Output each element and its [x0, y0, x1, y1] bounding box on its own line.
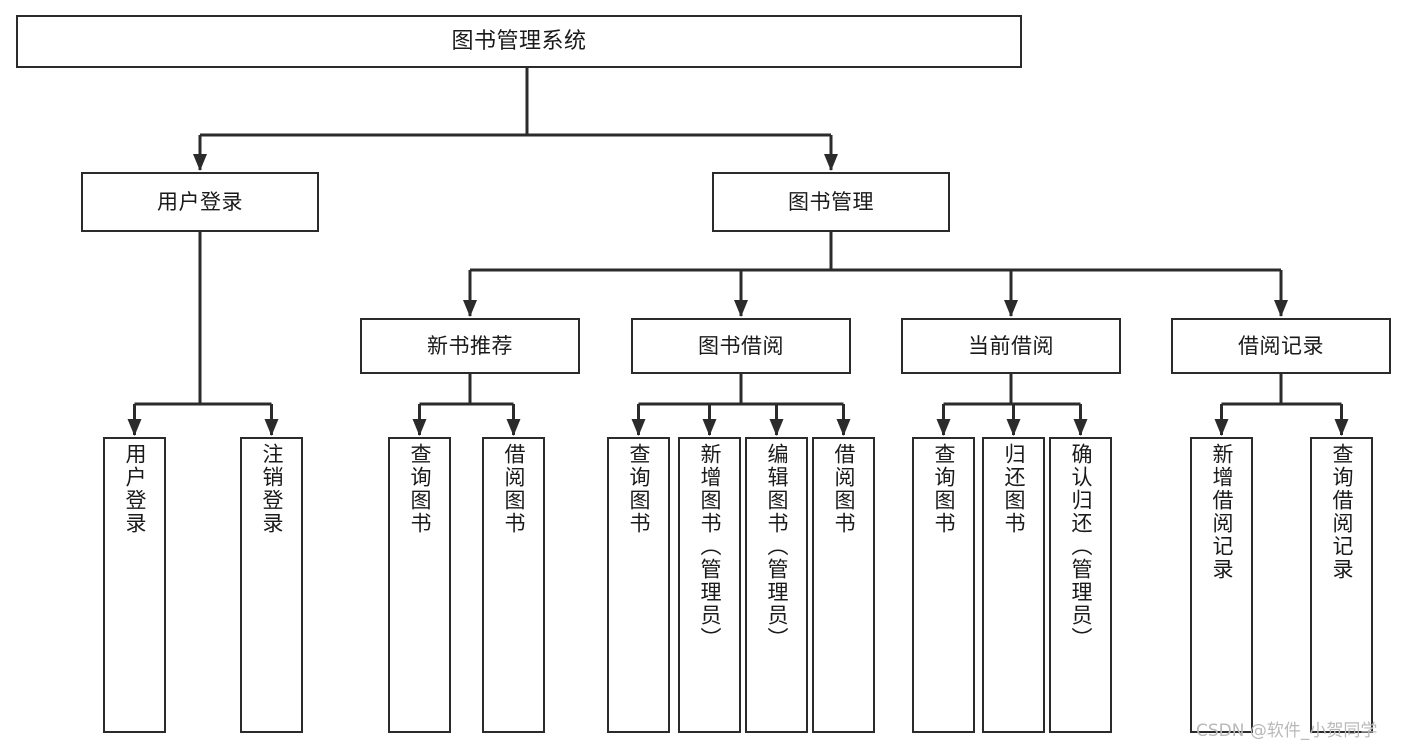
arrow-head-icon-leaf-current-confirm-return [1073, 419, 1088, 436]
watermark-text: CSDN @软件_小贺同学 [1196, 721, 1378, 741]
arrow-head-icon-new-book-recommend [463, 300, 477, 317]
node-label-leaf-record-query: 查询借阅记录 [1330, 443, 1354, 581]
arrow-head-icon-borrow-record [1274, 300, 1288, 317]
node-leaf-logout[interactable]: 注销登录 [240, 437, 303, 733]
node-current-borrow[interactable]: 当前借阅 [901, 318, 1121, 374]
node-label-leaf-borrow-query-book: 查询图书 [627, 443, 651, 535]
arrow-head-icon-leaf-borrow-edit-book [769, 419, 784, 436]
node-label-borrow-record: 借阅记录 [1238, 333, 1324, 358]
arrow-head-icon-current-borrow [1004, 300, 1018, 317]
node-label-leaf-user-login: 用户登录 [123, 443, 147, 535]
node-user-login[interactable]: 用户登录 [81, 172, 319, 232]
node-leaf-recommend-query-book[interactable]: 查询图书 [388, 437, 451, 733]
arrow-head-icon-user-login [193, 154, 207, 171]
node-leaf-borrow-borrow-book[interactable]: 借阅图书 [812, 437, 875, 733]
arrow-head-icon-leaf-recommend-borrow-book [506, 419, 521, 436]
node-new-book-recommend[interactable]: 新书推荐 [360, 318, 580, 374]
arrow-head-icon-leaf-recommend-query-book [412, 419, 427, 436]
node-leaf-user-login[interactable]: 用户登录 [103, 437, 166, 733]
arrow-head-icon-leaf-record-add [1214, 419, 1229, 436]
node-book-manage[interactable]: 图书管理 [712, 172, 950, 232]
node-book-borrow[interactable]: 图书借阅 [631, 318, 851, 374]
node-label-root: 图书管理系统 [451, 28, 587, 54]
node-label-leaf-borrow-add-book: 新增图书（管理员） [698, 443, 722, 650]
node-label-leaf-record-add: 新增借阅记录 [1210, 443, 1234, 581]
node-label-leaf-recommend-query-book: 查询图书 [408, 443, 432, 535]
node-leaf-current-query-book[interactable]: 查询图书 [912, 437, 975, 733]
arrow-head-icon-leaf-logout [264, 419, 279, 436]
node-borrow-record[interactable]: 借阅记录 [1171, 318, 1391, 374]
node-label-leaf-borrow-edit-book: 编辑图书（管理员） [765, 443, 789, 650]
arrow-head-icon-book-borrow [734, 300, 748, 317]
arrow-head-icon-leaf-borrow-query-book [631, 419, 646, 436]
node-leaf-borrow-query-book[interactable]: 查询图书 [607, 437, 670, 733]
arrow-head-icon-leaf-record-query [1334, 419, 1349, 436]
arrow-head-icon-leaf-borrow-borrow-book [836, 419, 851, 436]
node-label-new-book-recommend: 新书推荐 [427, 333, 513, 358]
node-label-leaf-current-return-book: 归还图书 [1002, 443, 1026, 535]
node-leaf-current-confirm-return[interactable]: 确认归还（管理员） [1049, 437, 1112, 733]
arrow-head-icon-leaf-current-query-book [936, 419, 951, 436]
arrow-head-icon-book-manage [824, 154, 838, 171]
node-leaf-borrow-add-book[interactable]: 新增图书（管理员） [678, 437, 741, 733]
node-leaf-record-add[interactable]: 新增借阅记录 [1190, 437, 1253, 733]
node-label-book-borrow: 图书借阅 [698, 333, 784, 358]
arrow-head-icon-leaf-user-login [127, 419, 142, 436]
node-label-leaf-current-confirm-return: 确认归还（管理员） [1069, 443, 1093, 650]
arrow-head-icon-leaf-borrow-add-book [702, 419, 717, 436]
arrow-head-icon-leaf-current-return-book [1006, 419, 1021, 436]
node-leaf-record-query[interactable]: 查询借阅记录 [1310, 437, 1373, 733]
node-leaf-borrow-edit-book[interactable]: 编辑图书（管理员） [745, 437, 808, 733]
node-label-current-borrow: 当前借阅 [968, 333, 1054, 358]
node-label-book-manage: 图书管理 [788, 189, 874, 214]
node-label-user-login: 用户登录 [157, 189, 243, 214]
node-label-leaf-current-query-book: 查询图书 [932, 443, 956, 535]
node-label-leaf-logout: 注销登录 [260, 443, 284, 535]
node-leaf-recommend-borrow-book[interactable]: 借阅图书 [482, 437, 545, 733]
node-leaf-current-return-book[interactable]: 归还图书 [982, 437, 1045, 733]
node-label-leaf-recommend-borrow-book: 借阅图书 [502, 443, 526, 535]
node-label-leaf-borrow-borrow-book: 借阅图书 [832, 443, 856, 535]
node-root[interactable]: 图书管理系统 [16, 15, 1022, 68]
